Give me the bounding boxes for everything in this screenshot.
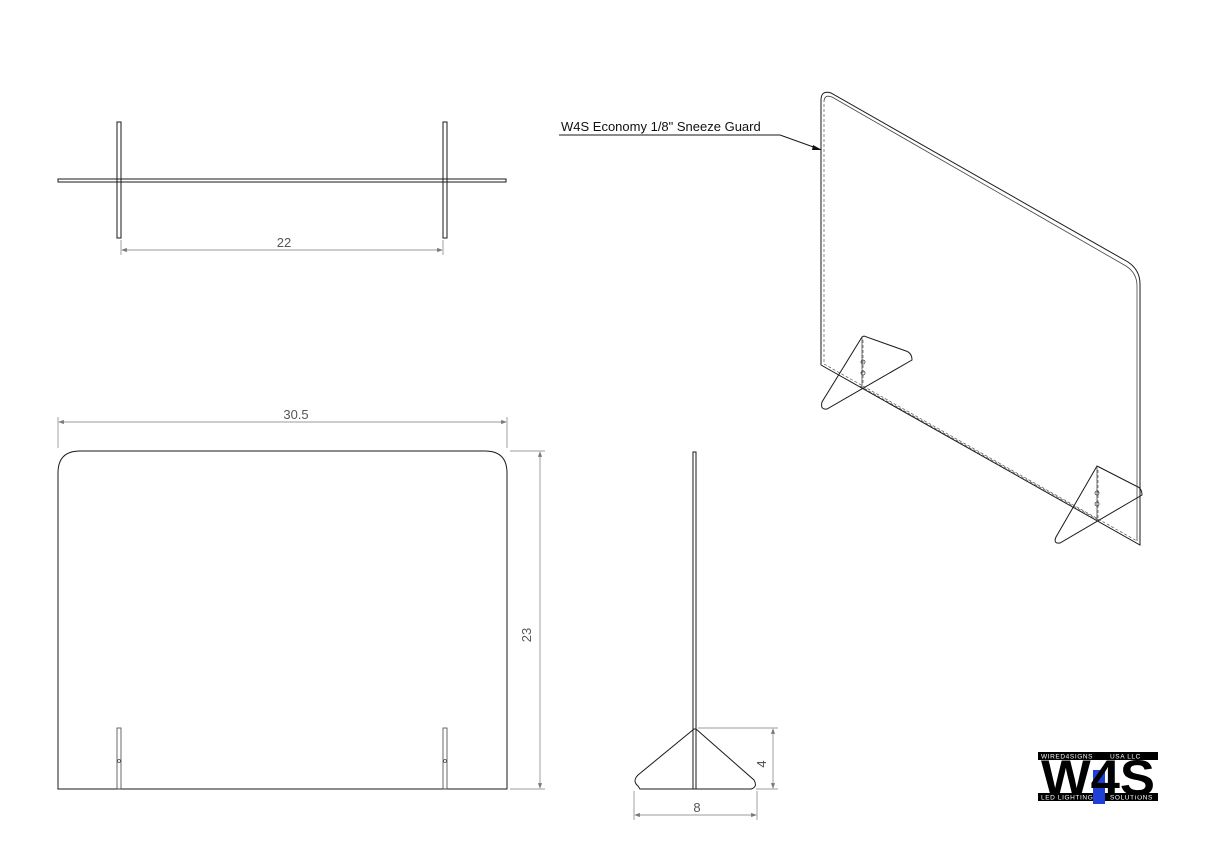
dimension-foot-width: 8 [693,800,700,815]
logo-accent-bar [1093,770,1105,804]
dimension-front-height: 23 [519,628,534,642]
dimension-foot-height: 4 [754,760,769,767]
logo-tagline-top-left: WIRED4SIGNS [1041,754,1093,761]
front-view-panel [57,450,508,790]
top-view: 22 [57,121,507,255]
top-view-foot-left [116,121,122,239]
logo-tagline-bottom-left: LED LIGHTING [1041,795,1093,802]
logo-wordmark: W4S [1041,750,1155,806]
part-callout: W4S Economy 1/8" Sneeze Guard [559,119,822,150]
front-view-foot-left [116,727,122,790]
logo-tagline-top-right: USA LLC [1110,754,1141,761]
top-view-foot-right [442,121,448,239]
dimension-front-width: 30.5 [283,407,308,422]
w4s-logo: WIRED4SIGNS USA LLC LED LIGHTING SOLUTIO… [1038,750,1158,806]
top-view-panel [57,178,507,183]
isometric-view [820,91,1143,546]
front-view-foot-right [442,727,448,790]
part-label: W4S Economy 1/8" Sneeze Guard [561,119,761,134]
side-view-panel [692,451,697,790]
front-view: 30.5 23 [57,407,545,790]
side-view: 4 8 [633,451,778,820]
iso-foot-right [1054,465,1143,544]
logo-tagline-bottom-right: SOLUTIONS [1110,795,1153,802]
iso-foot-left [821,335,913,410]
dimension-top-spacing: 22 [277,235,291,250]
side-view-foot [634,728,756,790]
iso-panel [820,91,1141,546]
